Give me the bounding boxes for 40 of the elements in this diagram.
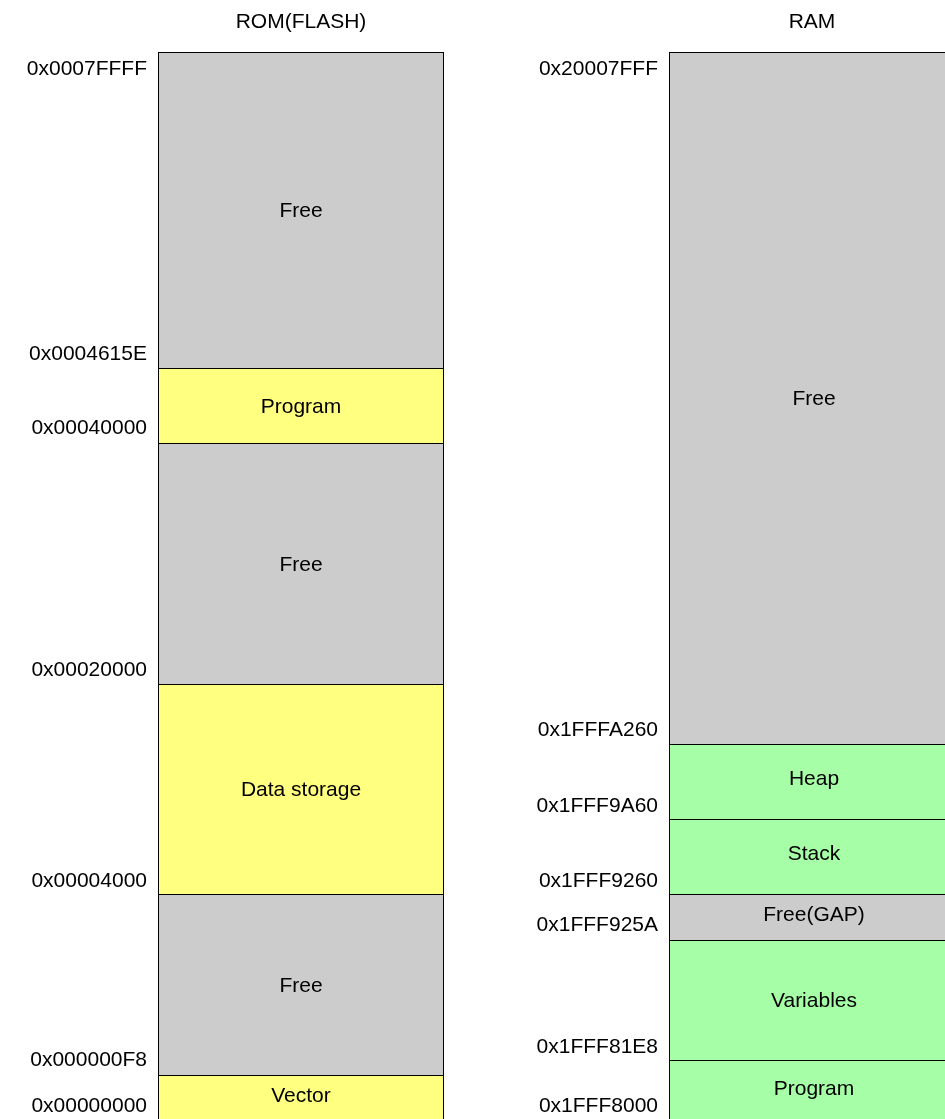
memory-region [669, 819, 945, 895]
address-label: 0x1FFF9260 [538, 867, 658, 893]
region-label: Free [279, 971, 323, 998]
memory-region [669, 894, 945, 941]
address-label: 0x00000000 [31, 1092, 147, 1118]
address-label: 0x1FFFA260 [537, 716, 658, 742]
region-label: Free [279, 197, 323, 224]
region-label: Program [773, 1075, 855, 1101]
region-label: Free(GAP) [763, 901, 865, 927]
address-label: 0x00004000 [31, 867, 147, 893]
column-title: ROM(FLASH) [235, 8, 367, 34]
memory-region [158, 684, 444, 895]
region-label: Stack [787, 840, 841, 866]
address-label: 0x00020000 [31, 656, 147, 682]
region-label: Free [792, 385, 836, 412]
address-label: 0x1FFF9A60 [536, 792, 658, 818]
memory-region [158, 52, 444, 369]
region-label: Vector [271, 1082, 331, 1108]
address-label: 0x1FFF8000 [538, 1092, 658, 1118]
column-title: RAM [788, 8, 836, 34]
memory-region [158, 894, 444, 1076]
memory-region [669, 1060, 945, 1119]
region-label: Free [279, 550, 323, 577]
memory-region [669, 744, 945, 820]
region-label: Variables [771, 987, 857, 1014]
address-label: 0x1FFF925A [536, 911, 658, 937]
address-label: 0x0004615E [29, 340, 147, 366]
memory-region [158, 1075, 444, 1119]
address-label: 0x000000F8 [30, 1046, 147, 1072]
memory-region [158, 368, 444, 444]
region-label: Program [260, 392, 342, 419]
address-label: 0x1FFF81E8 [536, 1033, 658, 1059]
region-label: Data storage [240, 776, 362, 803]
memory-region [158, 443, 444, 685]
memory-region [669, 940, 945, 1061]
address-label: 0x20007FFF [538, 55, 658, 81]
memory-region [669, 52, 945, 745]
address-label: 0x00040000 [31, 414, 147, 440]
region-label: Heap [788, 765, 840, 791]
address-label: 0x0007FFFF [26, 55, 147, 81]
